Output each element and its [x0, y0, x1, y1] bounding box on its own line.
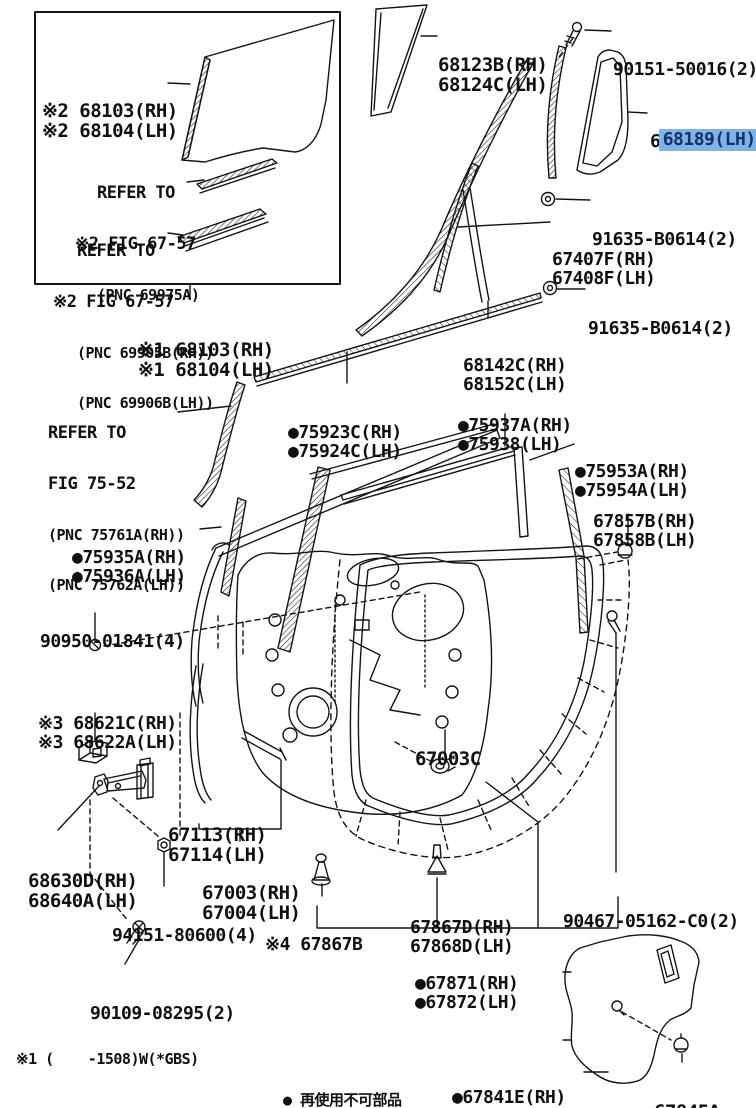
clip-67003C-icon: [430, 755, 456, 774]
label-68142C-68152C[interactable]: 68142C(RH)68152C(LH): [463, 355, 567, 395]
black-tape-drawing: [193, 381, 246, 508]
label-94151-80600[interactable]: 94151-80600(4): [112, 925, 257, 946]
glass-inset-box-drawing: [34, 11, 341, 285]
label-67841E-67842E[interactable]: ●67841E(RH)●67842E(LH): [452, 1087, 566, 1108]
legend-application-notes: ※1 ( -1508)W(*GBS) ※2 ( -1508)W/O(*GBS);…: [16, 1050, 199, 1068]
legend-nonreusable: ● 再使用不可部品 ● Non-reusable part: [283, 1091, 402, 1108]
screw-90467-icon: [606, 610, 621, 634]
label-75937A-75938[interactable]: ●75937A(RH)●75938(LH): [458, 415, 572, 455]
door-inner-panel-drawing: [235, 550, 493, 815]
label-90467-05162[interactable]: 90467-05162-C0(2): [563, 911, 739, 932]
door-frame-glass-run-drawings: [355, 4, 629, 337]
leader-lines: [57, 29, 683, 1073]
label-90151-50016[interactable]: 90151-50016(2): [613, 59, 756, 80]
label-91635-lower[interactable]: 91635-B0614(2): [588, 318, 733, 339]
screw-90151-icon: [564, 21, 583, 47]
label-68189-highlighted[interactable]: 68189(LH): [638, 110, 756, 151]
grommet-67845A-icon: [673, 1033, 689, 1053]
grommet-67857B-icon: [617, 541, 633, 559]
door-sash-drawing: [189, 429, 501, 804]
label-67871-67872[interactable]: ●67871(RH)●67872(LH): [415, 973, 519, 1013]
label-67845A[interactable]: 67845A: [654, 1062, 720, 1108]
label-67857B-67858B[interactable]: 67857B(RH)67858B(LH): [593, 511, 697, 551]
label-75935A-75936A[interactable]: ●75935A(RH)●75936A(LH): [72, 547, 186, 587]
label-67867B[interactable]: ※4 67867B: [265, 934, 363, 955]
label-75923C-75924C[interactable]: ●75923C(RH)●75924C(LH): [288, 422, 402, 462]
label-68630D-68640A[interactable]: 68630D(RH)68640A(LH): [28, 870, 138, 912]
label-68621C-68622A[interactable]: ※3 68621C(RH)※3 68622A(LH): [38, 713, 177, 753]
label-90109-08295[interactable]: 90109-08295(2): [90, 1003, 235, 1024]
label-refer-fig7552: REFER TO FIG 75-52 (PNC 75761A(RH)) (PNC…: [48, 423, 185, 594]
service-hole-cover-drawing: [562, 934, 700, 1084]
grommet-91635-lower-icon: [542, 280, 558, 296]
weatherstrip-loop-drawing: [330, 545, 631, 859]
label-90950-01841[interactable]: 90950-01841(4): [40, 631, 185, 652]
label-68103-68104-glass[interactable]: ※2 68103(RH)※2 68104(LH): [42, 100, 178, 142]
clip-67867B-icon: [311, 853, 331, 886]
leader-lines-dashed: [89, 37, 672, 1041]
label-refer-fig6757-upper: REFER TO ※2 FIG 67-57 (PNC 69975A): [75, 183, 200, 304]
label-67113-67114[interactable]: 67113(RH)67114(LH): [168, 824, 267, 866]
label-67003-67004[interactable]: 67003(RH)67004(LH): [202, 882, 301, 924]
label-67003C[interactable]: 67003C: [415, 748, 481, 770]
label-67407F-67408F[interactable]: 67407F(RH)67408F(LH): [552, 249, 656, 289]
label-75953A-75954A[interactable]: ●75953A(RH)●75954A(LH): [575, 461, 689, 501]
screw-90109-icon: [126, 920, 146, 945]
label-68123B-68124C[interactable]: 68123B(RH)68124C(LH): [438, 54, 548, 96]
grommet-91635-upper-icon: [540, 191, 556, 207]
figure-code: 675369Q: [691, 1089, 751, 1108]
label-91635-upper[interactable]: 91635-B0614(2): [592, 229, 737, 250]
label-67867D-67868D[interactable]: 67867D(RH)67868D(LH): [410, 917, 514, 957]
belt-moulding-drawings: [220, 292, 589, 634]
door-check-and-clip-drawings: [78, 740, 154, 800]
label-refer-fig6757-lower: REFER TO ※2 FIG 67-57 (PNC 69905B(RH)) (…: [53, 241, 214, 412]
label-68103-68104[interactable]: ※1 68103(RH)※1 68104(LH): [138, 339, 274, 381]
clip-67871-icon: [427, 844, 447, 875]
